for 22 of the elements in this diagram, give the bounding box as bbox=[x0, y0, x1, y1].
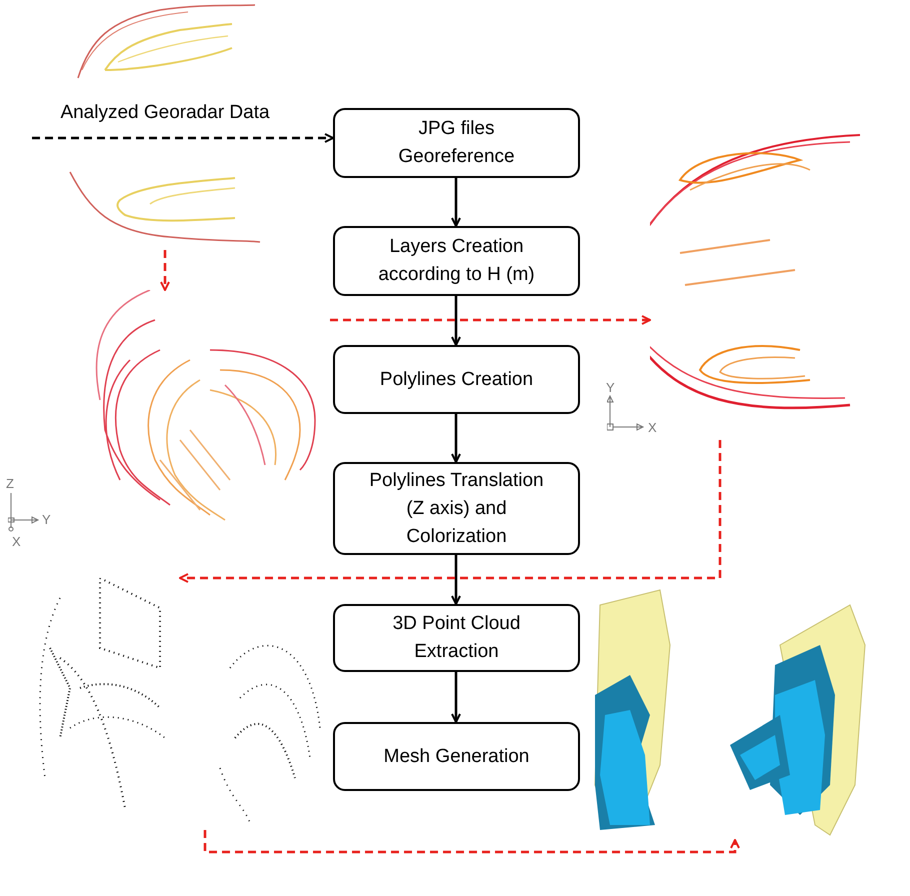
arrow bbox=[179, 440, 722, 583]
arrow bbox=[204, 830, 740, 854]
arrow bbox=[451, 414, 461, 463]
process-box: 3D Point Cloud Extraction bbox=[333, 604, 580, 672]
arrow bbox=[32, 133, 334, 143]
arrow bbox=[330, 315, 651, 325]
arrow bbox=[451, 178, 461, 227]
process-box: Polylines Creation bbox=[333, 345, 580, 414]
axis-label: X bbox=[648, 420, 657, 435]
axis-label: Z bbox=[6, 476, 14, 491]
process-box: Polylines Translation (Z axis) and Colorization bbox=[333, 462, 580, 555]
arrow bbox=[451, 672, 461, 723]
axis-label: Y bbox=[42, 512, 51, 527]
process-box: JPG files Georeference bbox=[333, 108, 580, 178]
axis-label: Y bbox=[606, 380, 615, 395]
arrow bbox=[451, 296, 461, 346]
process-box: Layers Creation according to H (m) bbox=[333, 226, 580, 296]
axis-label: X bbox=[12, 534, 21, 549]
arrow bbox=[451, 555, 461, 605]
source-label: Analyzed Georadar Data bbox=[30, 102, 300, 138]
process-box: Mesh Generation bbox=[333, 722, 580, 791]
arrow bbox=[160, 250, 170, 291]
